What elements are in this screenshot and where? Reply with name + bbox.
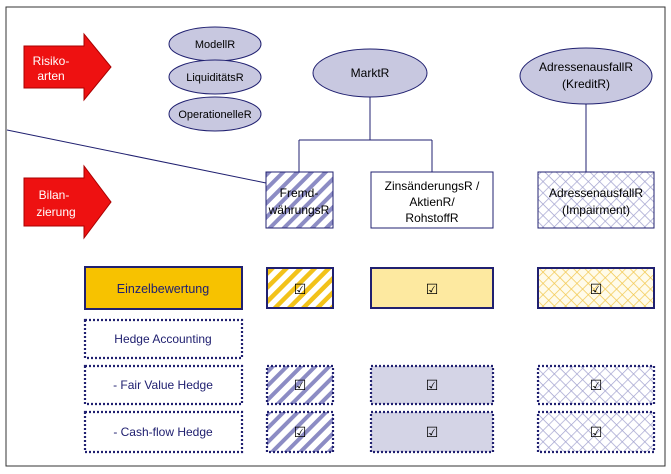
cell-fair-value-credit: ☑ <box>536 364 656 406</box>
risk-ellipse-liquidity-label: LiquiditätsR <box>186 72 244 84</box>
check-icon: ☑ <box>294 377 307 393</box>
risk-ellipse-operational: OperationelleR <box>168 96 262 132</box>
risk-ellipse-model: ModellR <box>168 26 262 62</box>
cell-single-credit: ☑ <box>537 267 655 309</box>
category-credit: AdressenausfallR (Impairment) <box>537 171 655 229</box>
cell-fair-value-fx: ☑ <box>265 364 335 406</box>
category-fx: Fremd- währungsR <box>265 171 334 229</box>
risk-ellipse-credit-label-2: (KreditR) <box>562 77 610 91</box>
category-fx-label-2: währungsR <box>268 203 330 217</box>
category-interest-label-1: ZinsänderungsR / <box>385 179 480 193</box>
category-interest-label-2: AktienR/ <box>409 195 455 209</box>
cell-cash-flow-fx: ☑ <box>265 410 335 454</box>
check-icon: ☑ <box>294 424 307 440</box>
row-label-cash-flow-text: - Cash-flow Hedge <box>113 425 213 439</box>
row-label-fair-value: - Fair Value Hedge <box>83 364 244 406</box>
risk-types-arrow: Risiko- arten <box>23 32 112 102</box>
row-label-single: Einzelbewertung <box>84 266 243 310</box>
check-icon: ☑ <box>590 281 603 297</box>
risk-ellipse-liquidity: LiquiditätsR <box>168 59 262 95</box>
check-icon: ☑ <box>590 377 603 393</box>
check-icon: ☑ <box>294 281 307 297</box>
risk-ellipse-operational-label: OperationelleR <box>178 109 251 121</box>
row-label-cash-flow: - Cash-flow Hedge <box>83 410 244 454</box>
risk-ellipse-market-label: MarktR <box>351 66 390 80</box>
risk-ellipse-model-label: ModellR <box>195 39 235 51</box>
cell-fair-value-interest: ☑ <box>369 364 495 406</box>
risk-ellipse-credit-label-1: AdressenausfallR <box>539 60 633 74</box>
category-interest-label-3: RohstoffR <box>405 211 458 225</box>
category-interest: ZinsänderungsR / AktienR/ RohstoffR <box>370 171 494 229</box>
check-icon: ☑ <box>426 377 439 393</box>
cell-cash-flow-interest: ☑ <box>369 410 495 454</box>
cell-cash-flow-credit: ☑ <box>536 410 656 454</box>
risk-ellipse-market: MarktR <box>312 48 428 98</box>
cell-single-fx: ☑ <box>266 267 334 309</box>
accounting-arrow: Bilan- zierung <box>23 164 112 240</box>
row-label-single-text: Einzelbewertung <box>117 282 209 296</box>
cell-single-interest: ☑ <box>370 267 494 309</box>
category-fx-label-1: Fremd- <box>280 186 319 200</box>
row-label-hedge: Hedge Accounting <box>83 318 244 360</box>
connector-lines <box>6 97 587 184</box>
row-label-hedge-text: Hedge Accounting <box>114 332 211 346</box>
check-icon: ☑ <box>590 424 603 440</box>
accounting-arrow-label-1: Bilan- <box>39 188 70 202</box>
row-label-fair-value-text: - Fair Value Hedge <box>113 378 213 392</box>
accounting-arrow-label-2: zierung <box>36 205 75 219</box>
risk-types-arrow-label-1: Risiko- <box>33 54 70 68</box>
risk-types-arrow-label-2: arten <box>37 69 64 83</box>
check-icon: ☑ <box>426 424 439 440</box>
check-icon: ☑ <box>426 281 439 297</box>
risk-ellipse-credit: AdressenausfallR (KreditR) <box>519 47 653 105</box>
category-credit-label-1: AdressenausfallR <box>549 186 643 200</box>
category-credit-label-2: (Impairment) <box>562 203 630 217</box>
